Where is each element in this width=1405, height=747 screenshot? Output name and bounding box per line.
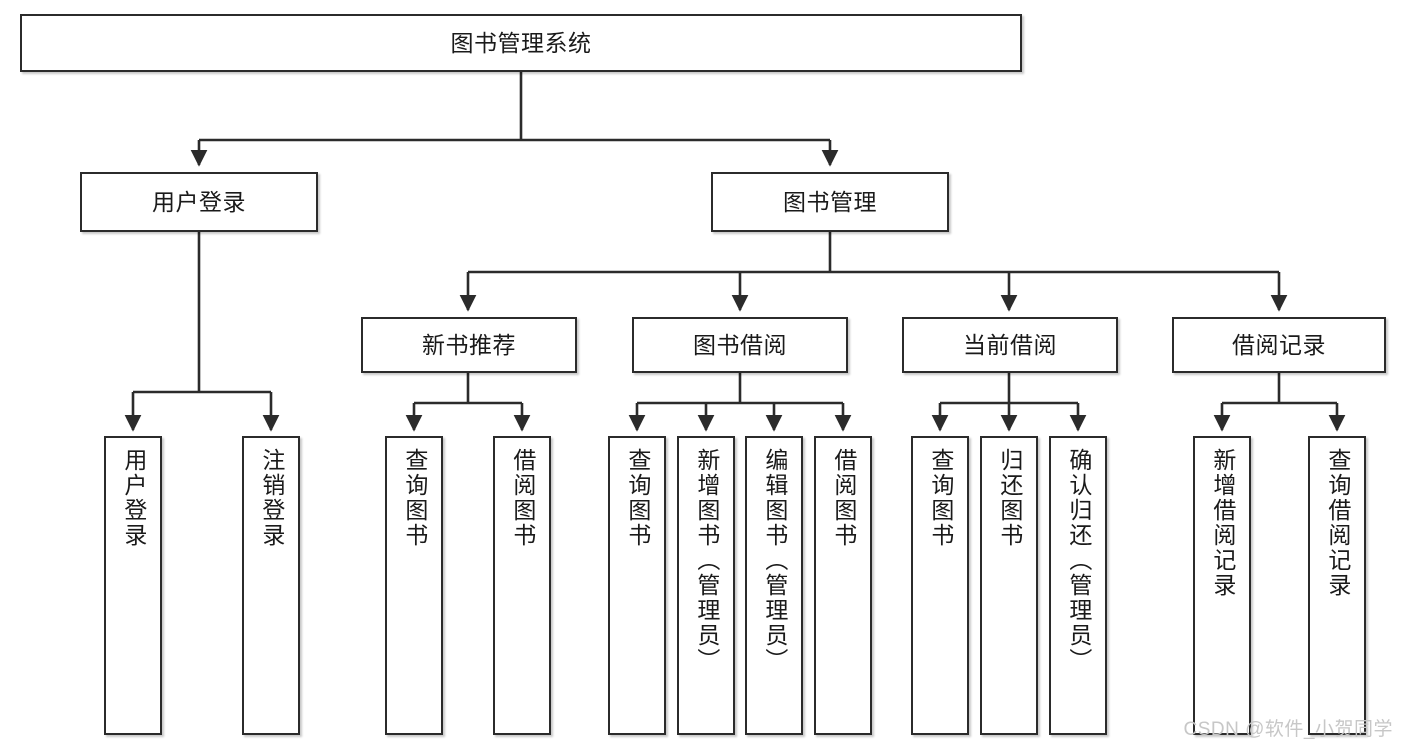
node-leaf-query-book-3[interactable]: 查询图书 <box>911 436 969 735</box>
node-leaf-query-book-3-label: 查询图书 <box>927 448 954 548</box>
node-new-book-rec-label: 新书推荐 <box>422 331 516 358</box>
node-leaf-query-book-1[interactable]: 查询图书 <box>385 436 443 735</box>
node-book-manage[interactable]: 图书管理 <box>711 172 949 232</box>
node-leaf-add-book-label: 新增图书（管理员） <box>693 448 720 673</box>
node-leaf-add-book[interactable]: 新增图书（管理员） <box>677 436 735 735</box>
node-user-login[interactable]: 用户登录 <box>80 172 318 232</box>
node-leaf-logout[interactable]: 注销登录 <box>242 436 300 735</box>
node-leaf-query-book-2-label: 查询图书 <box>624 448 651 548</box>
node-leaf-return-book[interactable]: 归还图书 <box>980 436 1038 735</box>
node-leaf-logout-label: 注销登录 <box>258 448 285 548</box>
node-book-borrow-label: 图书借阅 <box>693 331 787 358</box>
node-current-borrow-label: 当前借阅 <box>963 331 1057 358</box>
node-root[interactable]: 图书管理系统 <box>20 14 1022 72</box>
watermark-text: CSDN @软件_小贺同学 <box>1183 719 1393 740</box>
node-leaf-borrow-book-2[interactable]: 借阅图书 <box>814 436 872 735</box>
node-leaf-borrow-book-1[interactable]: 借阅图书 <box>493 436 551 735</box>
node-borrow-record-label: 借阅记录 <box>1232 331 1326 358</box>
node-leaf-borrow-book-2-label: 借阅图书 <box>830 448 857 548</box>
node-leaf-query-book-1-label: 查询图书 <box>401 448 428 548</box>
node-leaf-user-login[interactable]: 用户登录 <box>104 436 162 735</box>
node-leaf-query-book-2[interactable]: 查询图书 <box>608 436 666 735</box>
node-leaf-query-record-label: 查询借阅记录 <box>1324 448 1351 598</box>
node-leaf-edit-book-label: 编辑图书（管理员） <box>761 448 788 673</box>
node-borrow-record[interactable]: 借阅记录 <box>1172 317 1386 373</box>
node-root-label: 图书管理系统 <box>450 29 592 56</box>
node-leaf-confirm-return[interactable]: 确认归还（管理员） <box>1049 436 1107 735</box>
node-user-login-label: 用户登录 <box>152 188 246 215</box>
node-leaf-user-login-label: 用户登录 <box>120 448 147 548</box>
node-book-borrow[interactable]: 图书借阅 <box>632 317 848 373</box>
node-leaf-add-record[interactable]: 新增借阅记录 <box>1193 436 1251 735</box>
node-leaf-borrow-book-1-label: 借阅图书 <box>509 448 536 548</box>
node-leaf-query-record[interactable]: 查询借阅记录 <box>1308 436 1366 735</box>
node-leaf-confirm-return-label: 确认归还（管理员） <box>1065 448 1092 673</box>
node-leaf-return-book-label: 归还图书 <box>996 448 1023 548</box>
node-book-manage-label: 图书管理 <box>783 188 877 215</box>
node-current-borrow[interactable]: 当前借阅 <box>902 317 1118 373</box>
node-new-book-rec[interactable]: 新书推荐 <box>361 317 577 373</box>
node-leaf-add-record-label: 新增借阅记录 <box>1209 448 1236 598</box>
node-leaf-edit-book[interactable]: 编辑图书（管理员） <box>745 436 803 735</box>
